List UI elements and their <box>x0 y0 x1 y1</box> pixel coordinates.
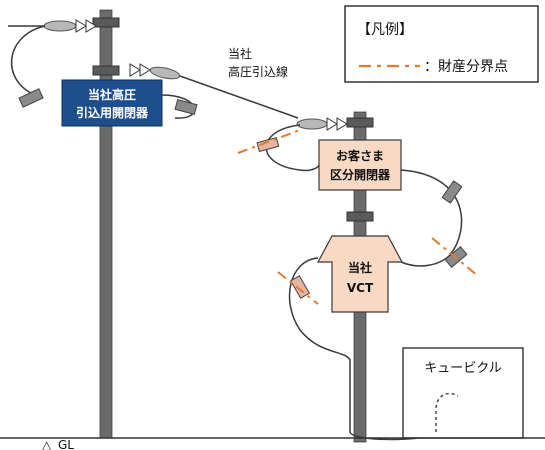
connector-icon <box>289 275 311 299</box>
insulator-icon <box>149 66 181 80</box>
cubicle: キュービクル <box>402 347 524 439</box>
arrester-icon <box>75 19 87 33</box>
legend-title: 【凡例】 <box>357 22 413 38</box>
arrester-icon <box>129 63 141 77</box>
drop-cable-left <box>10 25 46 96</box>
company-switch-box <box>61 79 163 127</box>
insulator-icon <box>43 20 77 32</box>
crossarm-customer <box>346 117 374 128</box>
customer-switch-label-1: お客さま <box>336 148 384 163</box>
service-cable <box>179 75 299 119</box>
boundary-mark <box>277 271 319 305</box>
utility-pole-left <box>92 9 120 439</box>
service-line-label-2: 高圧引込線 <box>228 64 288 79</box>
vct-box <box>316 235 404 313</box>
customer-switch-box <box>318 139 402 191</box>
company-switch-label-2: 引込用開閉器 <box>76 105 149 120</box>
arrester-icon <box>326 117 338 131</box>
connector-icon <box>256 136 280 153</box>
service-line: 当社 高圧引込線 <box>129 46 348 131</box>
insulator-icon <box>296 118 328 130</box>
legend: 【凡例】 ：財産分界点 <box>344 5 539 83</box>
connector-icon <box>174 98 198 116</box>
vct: 当社 VCT <box>316 235 404 313</box>
switch-input-cable <box>265 124 320 172</box>
connector-icon <box>18 88 44 108</box>
incoming-line <box>8 19 97 108</box>
company-switch-label-1: 当社高圧 <box>88 87 136 102</box>
legend-boundary-label: ：財産分界点 <box>424 59 508 75</box>
ground-label: GL <box>58 438 74 450</box>
cubicle-internal-cable <box>435 392 459 432</box>
arrester-icon <box>85 19 97 33</box>
arrester-icon <box>336 117 348 131</box>
boundary-mark <box>237 129 301 154</box>
crossarm-top <box>92 17 120 28</box>
customer-switch: お客さま 区分開閉器 <box>318 139 402 191</box>
ground-symbol: △ <box>42 438 52 450</box>
cubicle-label: キュービクル <box>424 361 502 376</box>
cubicle-box <box>402 347 524 439</box>
crossarm-middle <box>92 65 120 76</box>
vct-label-2: VCT <box>347 281 374 295</box>
company-switch: 当社高圧 引込用開閉器 <box>61 79 163 127</box>
connector-icon <box>441 180 463 204</box>
vct-label-1: 当社 <box>348 260 372 275</box>
switch-output-cable <box>400 169 463 267</box>
crossarm-lower <box>346 211 374 222</box>
legend-frame <box>344 5 539 83</box>
boundary-mark <box>431 237 479 277</box>
service-line-label-1: 当社 <box>228 46 252 61</box>
customer-switch-label-2: 区分開閉器 <box>330 167 391 182</box>
arrester-icon <box>139 63 151 77</box>
